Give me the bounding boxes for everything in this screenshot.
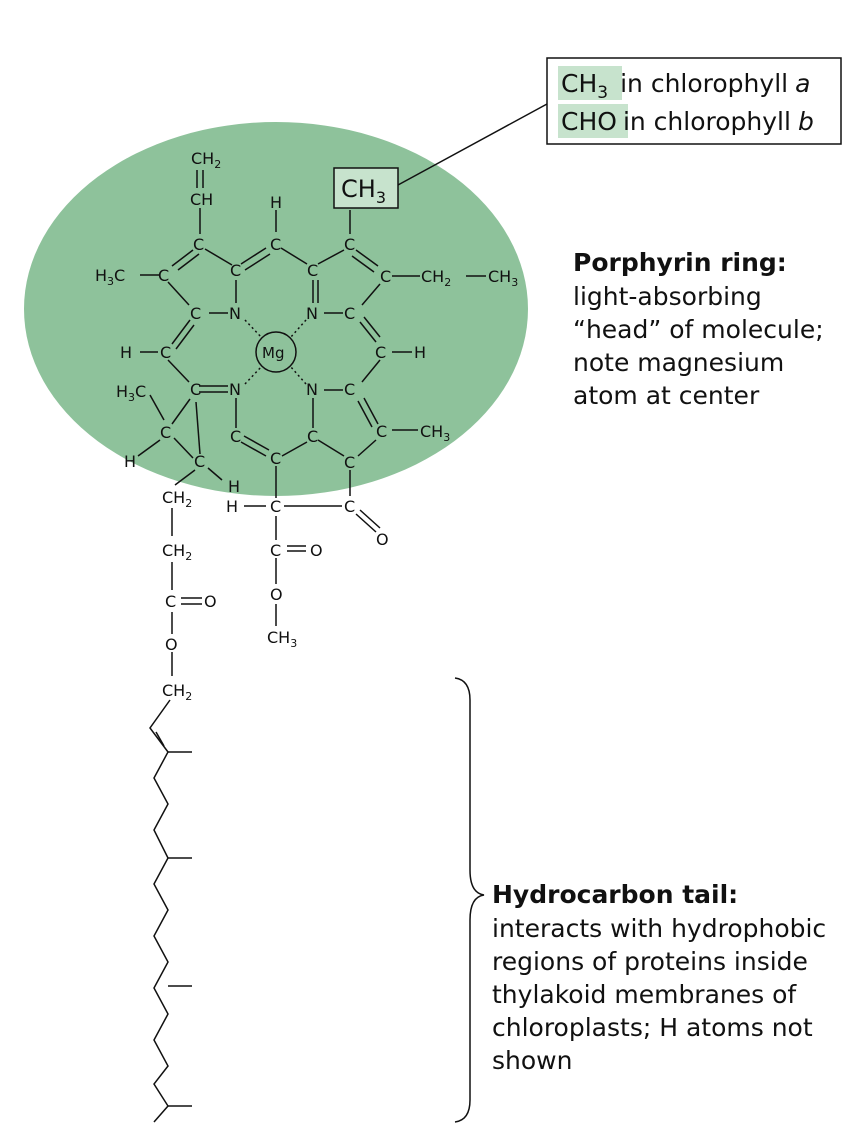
atom-c-meso-right: C [375,343,386,362]
atom-o-ester2: O [204,592,217,611]
porphyrin-desc-line-1: light-absorbing [573,282,762,311]
ring-substituent-formula: CH3 [341,175,386,207]
atom-ch2-chain2: CH2 [162,541,192,563]
atom-ch3-ethyl: CH3 [488,267,518,289]
atom-n2: N [306,304,318,323]
ring-substituent-box: CH3 [333,167,399,209]
atom-c11: C [160,423,171,442]
atom-o-methoxy: O [270,585,283,604]
atom-h-lower-left: H [124,452,136,471]
atom-c-ester: C [270,541,281,560]
tail-desc-line-1: interacts with hydrophobic [492,914,826,943]
atom-h3c-left: H3C [95,266,125,288]
molecule-bonds [137,103,548,1123]
atom-o-ester: O [310,541,323,560]
hydrocarbon-tail-label: Hydrocarbon tail: interacts with hydroph… [492,880,826,1075]
atom-c8: C [344,304,355,323]
atom-c5: C [344,235,355,254]
atom-mg: Mg [262,344,284,362]
atom-c17: C [270,497,281,516]
tail-desc-line-5: shown [492,1046,572,1075]
porphyrin-desc-line-2: “head” of molecule; [573,315,824,344]
tail-desc-line-4: chloroplasts; H atoms not [492,1013,813,1042]
atom-h-lower: H [228,477,240,496]
porphyrin-desc-line-3: note magnesium [573,348,784,377]
magnesium-circle [255,331,297,373]
atom-c3: C [230,261,241,280]
atom-c-meso-left: C [160,343,171,362]
atom-c-meso-bottom: C [270,449,281,468]
porphyrin-ring-label: Porphyrin ring: light-absorbing “head” o… [573,248,824,410]
tail-desc-line-2: regions of proteins inside [492,947,808,976]
atom-o-keto: O [376,530,389,549]
atom-c14: C [376,422,387,441]
atom-c1: C [193,235,204,254]
atom-n3: N [229,380,241,399]
atom-c2: C [158,266,169,285]
atom-h-left: H [120,343,132,362]
atom-c4: C [307,261,318,280]
atom-c18: C [344,497,355,516]
porphyrin-ring-region [24,122,528,496]
atom-n1: N [229,304,241,323]
atom-ch3-methoxy: CH3 [267,628,297,650]
atom-o-chain: O [165,635,178,654]
atom-h-ring5: H [226,497,238,516]
tail-heading: Hydrocarbon tail: [492,880,738,909]
atom-c7: C [190,304,201,323]
atom-c12: C [230,427,241,446]
porphyrin-heading: Porphyrin ring: [573,248,787,277]
atom-n4: N [306,380,318,399]
atom-labels: CH2 CH C H3C C C H C C C C CH2 CH3 C N N… [95,149,518,703]
atom-ch-vinyl: CH [190,190,213,209]
porphyrin-desc-line-4: atom at center [573,381,760,410]
atom-c6: C [380,267,391,286]
tail-desc-line-3: thylakoid membranes of [492,980,797,1009]
atom-h-right: H [414,343,426,362]
atom-c13: C [307,427,318,446]
atom-ch2-chain3: CH2 [162,681,192,703]
atom-ch3-right: CH3 [420,422,450,444]
atom-h3c-lower: H3C [116,382,146,404]
atom-c9: C [190,380,201,399]
atom-c-ester2: C [165,592,176,611]
atom-c-meso-top: C [270,235,281,254]
atom-h-top: H [270,193,282,212]
atom-ch2-chain1: CH2 [162,488,192,510]
atom-c16: C [344,453,355,472]
atom-ch2-vinyl: CH2 [191,149,221,171]
atom-c10: C [344,380,355,399]
atom-c15: C [194,452,205,471]
atom-ch2-ethyl: CH2 [421,267,451,289]
